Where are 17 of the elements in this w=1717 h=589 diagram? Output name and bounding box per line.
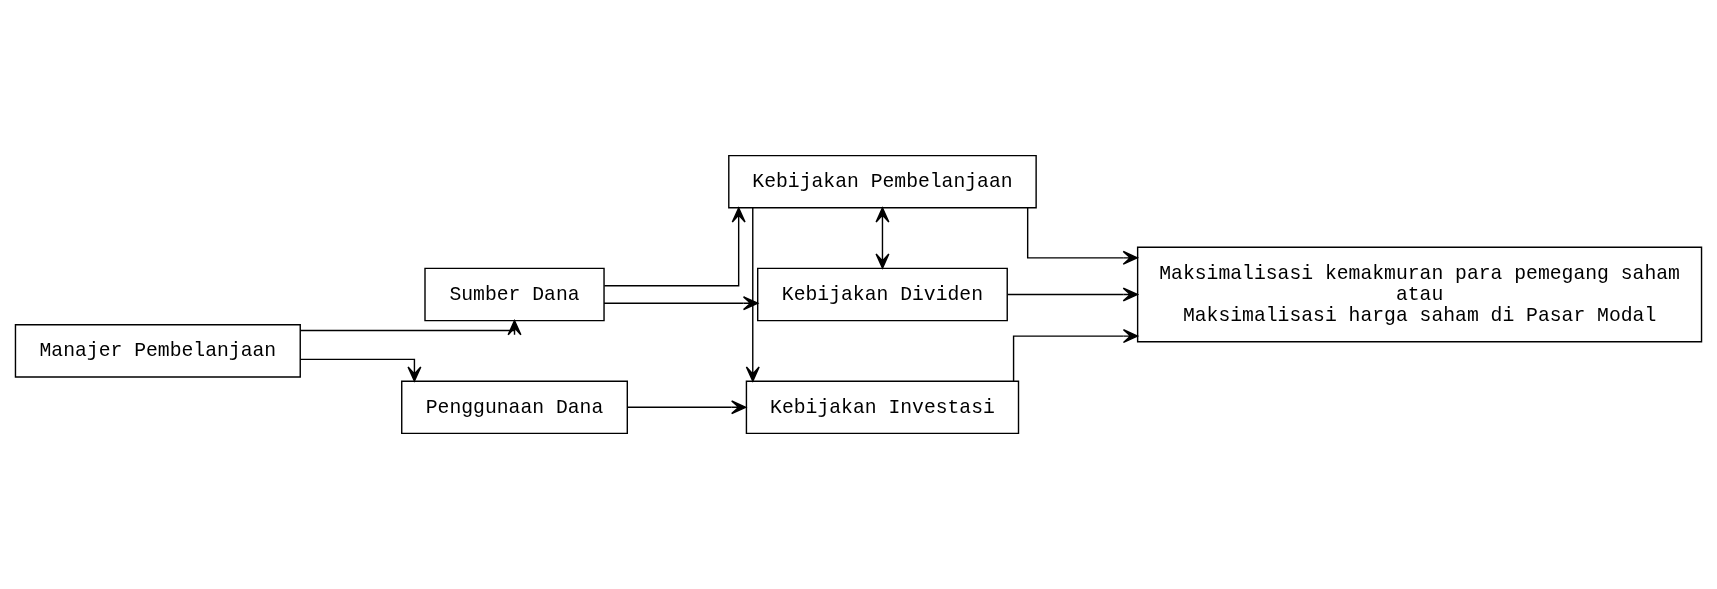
- node-box: Kebijakan Investasi: [745, 380, 1020, 435]
- arrow: [626, 400, 747, 415]
- node-box: Kebijakan Dividen: [757, 267, 1008, 322]
- arrow: [875, 207, 890, 269]
- node-box: Kebijakan Pembelanjaan: [728, 154, 1037, 209]
- node-box: Penggunaan Dana: [401, 380, 628, 435]
- arrow: [299, 319, 522, 336]
- arrow: [1012, 329, 1139, 382]
- arrow: [1007, 287, 1139, 302]
- node-box: Manajer Pembelanjaan: [14, 324, 301, 378]
- arrow: [299, 358, 422, 382]
- arrow: [1026, 207, 1139, 265]
- arrow: [603, 207, 746, 287]
- arrow: [745, 207, 760, 382]
- node-box: Sumber Dana: [424, 267, 605, 322]
- arrow: [603, 296, 759, 311]
- node-box: Maksimalisasi kemakmuran para pemegang saham atau Maksimalisasi harga saham di Pasar Modal: [1136, 246, 1703, 343]
